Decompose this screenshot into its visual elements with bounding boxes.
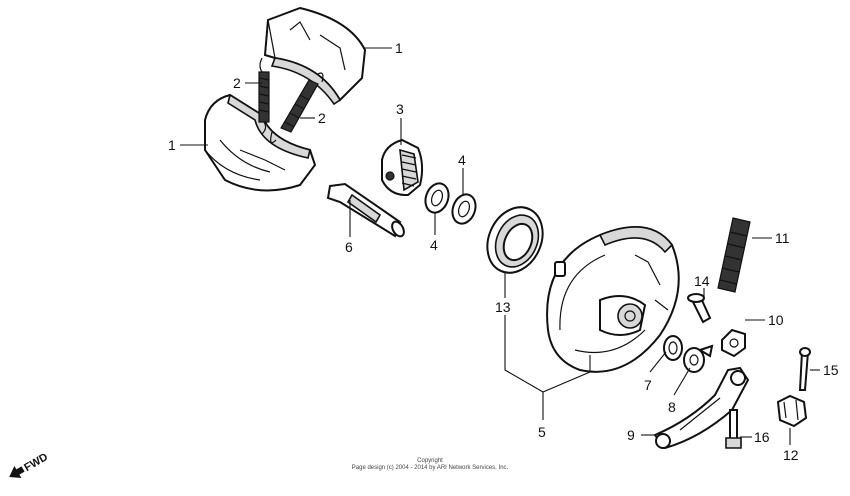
brake-spring-left[interactable] [258, 57, 270, 135]
return-spring[interactable] [717, 217, 751, 293]
callout-8: 8 [668, 399, 676, 415]
callout-5: 5 [538, 424, 546, 440]
callout-1-upper: 1 [395, 40, 403, 56]
washer-right[interactable] [449, 191, 480, 227]
callout-16: 16 [754, 429, 770, 445]
arm-bolt[interactable] [725, 409, 742, 449]
callout-14: 14 [694, 273, 710, 289]
callout-10: 10 [768, 312, 784, 328]
copyright-notice: Copyright Page design (c) 2004 - 2014 by… [300, 458, 560, 472]
callout-6: 6 [345, 239, 353, 255]
wear-indicator-plate[interactable] [683, 344, 714, 373]
forward-arrow-icon [9, 465, 25, 479]
copyright-text: Page design (c) 2004 - 2014 by ARI Netwo… [351, 465, 509, 471]
brake-shoe-upper[interactable] [263, 6, 367, 106]
wear-indicator-washer[interactable] [663, 335, 683, 361]
copyright-title: Copyright [417, 458, 443, 464]
forward-label: FWD [22, 451, 50, 474]
brake-cam-gear[interactable] [381, 138, 424, 197]
washer-left[interactable] [422, 180, 453, 216]
callout-7: 7 [644, 377, 652, 393]
callout-1-lower: 1 [168, 137, 176, 153]
brake-panel[interactable] [546, 226, 680, 373]
callout-12: 12 [783, 447, 799, 463]
castle-nut[interactable] [776, 394, 808, 428]
callout-4-upper: 4 [458, 152, 466, 168]
brake-cam-shaft[interactable] [326, 182, 406, 238]
callout-15: 15 [823, 362, 839, 378]
locknut[interactable] [721, 328, 746, 358]
cotter-pin[interactable] [798, 347, 811, 391]
forward-direction-indicator: FWD [9, 451, 50, 479]
callout-9: 9 [627, 427, 635, 443]
pivot-bolt[interactable] [687, 293, 712, 324]
callout-2-left: 2 [233, 75, 241, 91]
callout-3: 3 [396, 101, 404, 117]
leader-lines [180, 47, 820, 445]
callout-4-lower: 4 [430, 237, 438, 253]
brake-arm[interactable] [653, 366, 750, 450]
oil-seal[interactable] [477, 198, 553, 282]
brake-spring-right[interactable] [270, 72, 324, 144]
callout-2-right: 2 [318, 110, 326, 126]
callout-11: 11 [775, 230, 790, 246]
callout-13: 13 [495, 299, 511, 315]
brake-shoe-lower[interactable] [204, 93, 317, 192]
